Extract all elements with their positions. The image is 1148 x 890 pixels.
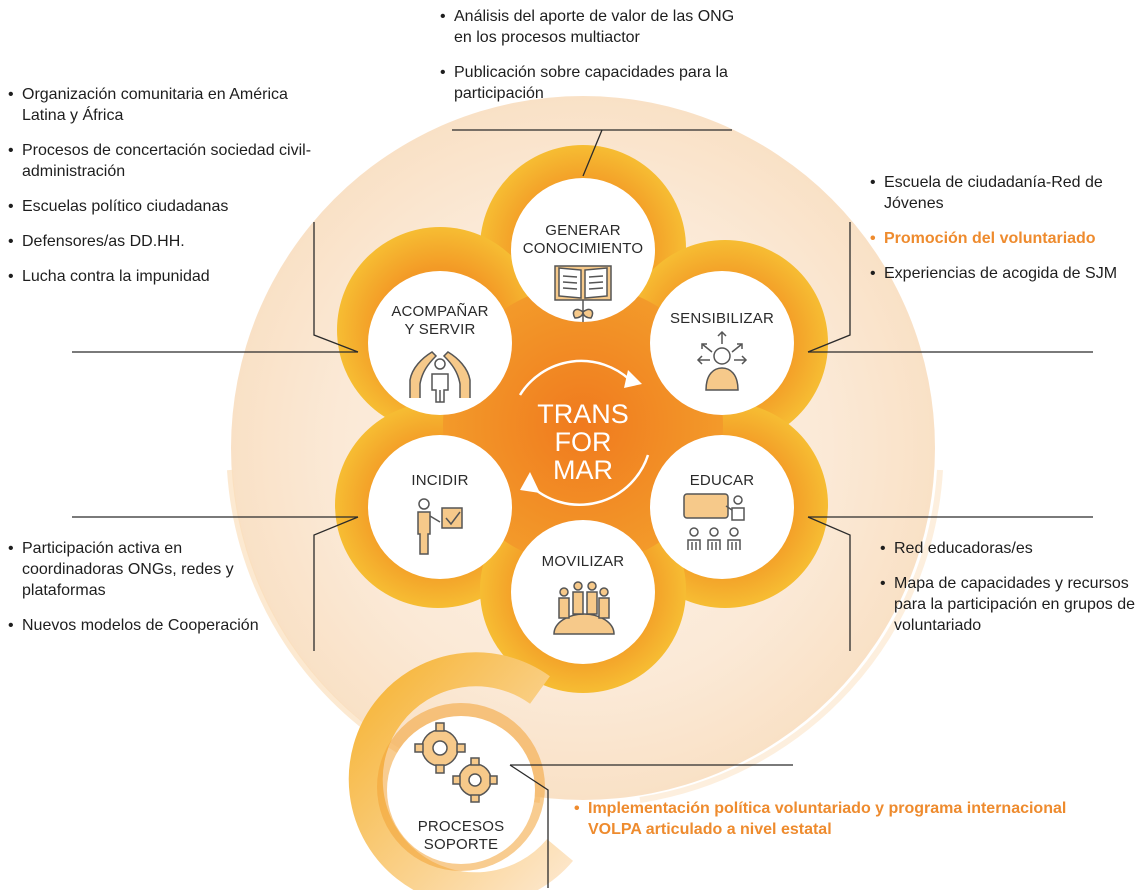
- list-right-top-item-highlight: Promoción del voluntariado: [870, 228, 1120, 249]
- arrow-head-top: [624, 370, 642, 388]
- node-movilizar-line-1: MOVILIZAR: [541, 553, 625, 570]
- node-acompanar-line-2: Y SERVIR: [404, 321, 476, 338]
- node-sensibilizar-line-1: SENSIBILIZAR: [669, 310, 775, 327]
- node-procesos-line-2: SOPORTE: [423, 836, 499, 853]
- center-transformar-label: TRANS FOR MAR: [533, 400, 633, 484]
- list-right-bottom: Red educadoras/es Mapa de capacidades y …: [880, 538, 1140, 650]
- list-top-item: Publicación sobre capacidades para la pa…: [440, 62, 740, 104]
- list-left-bottom: Participación activa en coordinadoras ON…: [8, 538, 278, 650]
- center-line-3: MAR: [553, 455, 613, 485]
- protecting-hands-icon: [409, 351, 471, 403]
- node-educar-line-1: EDUCAR: [689, 472, 755, 489]
- center-line-1: TRANS: [537, 399, 629, 429]
- list-bottom-item-highlight: Implementación política voluntariado y p…: [574, 798, 1114, 840]
- list-left-top-item: Defensores/as DD.HH.: [8, 231, 328, 252]
- teacher-class-icon: [683, 493, 745, 550]
- center-cycle-arrows: [518, 359, 650, 506]
- arrow-head-bottom: [520, 472, 540, 493]
- list-left-bottom-item: Participación activa en coordinadoras ON…: [8, 538, 278, 601]
- list-left-top-item: Escuelas político ciudadanas: [8, 196, 328, 217]
- list-left-top-item: Procesos de concertación sociedad civil-…: [8, 140, 328, 182]
- list-right-bottom-item: Red educadoras/es: [880, 538, 1140, 559]
- gears-icon: [414, 722, 498, 803]
- list-right-top: Escuela de ciudadanía-Red de Jóvenes Pro…: [870, 172, 1120, 298]
- node-educar-title: EDUCAR: [662, 472, 782, 490]
- list-left-top-item: Organización comunitaria en América Lati…: [8, 84, 328, 126]
- node-procesos-title: PROCESOS SOPORTE: [401, 818, 521, 854]
- center-line-2: FOR: [554, 427, 612, 457]
- node-acompanar-line-1: ACOMPAÑAR: [391, 303, 489, 320]
- node-generar-line-1: GENERAR: [545, 222, 621, 239]
- list-top: Análisis del aporte de valor de las ONG …: [440, 6, 740, 118]
- list-left-top: Organización comunitaria en América Lati…: [8, 84, 328, 301]
- support-arc: [348, 652, 573, 890]
- node-acompanar-title: ACOMPAÑAR Y SERVIR: [380, 303, 500, 339]
- node-sensibilizar-title: SENSIBILIZAR: [662, 310, 782, 328]
- connector-lines: [72, 129, 1093, 888]
- list-left-bottom-item: Nuevos modelos de Cooperación: [8, 615, 278, 636]
- book-plant-icon: [554, 265, 612, 322]
- list-top-item: Análisis del aporte de valor de las ONG …: [440, 6, 740, 48]
- node-procesos-line-1: PROCESOS: [417, 818, 505, 835]
- list-right-bottom-item: Mapa de capacidades y recursos para la p…: [880, 573, 1140, 636]
- node-generar-line-2: CONOCIMIENTO: [522, 240, 644, 257]
- list-right-top-item: Escuela de ciudadanía-Red de Jóvenes: [870, 172, 1120, 214]
- node-incidir-line-1: INCIDIR: [411, 472, 469, 489]
- list-bottom: Implementación política voluntariado y p…: [574, 798, 1114, 854]
- person-arrows-icon: [696, 330, 748, 391]
- node-incidir-title: INCIDIR: [380, 472, 500, 490]
- list-right-top-item: Experiencias de acogida de SJM: [870, 263, 1120, 284]
- node-generar-title: GENERAR CONOCIMIENTO: [513, 222, 653, 258]
- node-movilizar-title: MOVILIZAR: [523, 553, 643, 571]
- crowd-globe-icon: [553, 581, 615, 635]
- list-left-top-item: Lucha contra la impunidad: [8, 266, 328, 287]
- person-board-icon: [417, 498, 463, 555]
